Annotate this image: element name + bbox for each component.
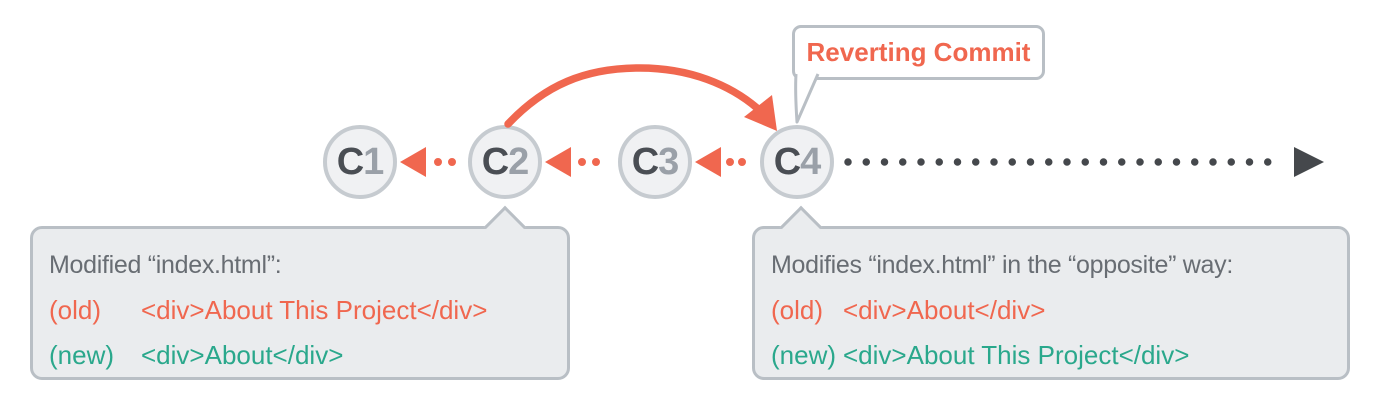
reverting-commit-bubble: Reverting Commit bbox=[792, 25, 1045, 80]
commit-c3-number: 3 bbox=[658, 140, 679, 183]
reverting-commit-label: Reverting Commit bbox=[806, 37, 1031, 67]
new-code: <div>About This Project</div> bbox=[843, 340, 1190, 370]
commit-c2-number: 2 bbox=[508, 140, 529, 183]
callout-c4-heading: Modifies “index.html” in the “opposite” … bbox=[771, 251, 1233, 279]
old-code: <div>About This Project</div> bbox=[141, 295, 488, 325]
commit-c1-number: 1 bbox=[363, 140, 384, 183]
commit-c2-prefix: C bbox=[481, 140, 509, 183]
new-label: (new) bbox=[49, 340, 115, 370]
new-label: (new) bbox=[771, 340, 837, 370]
bubble-tail-icon bbox=[794, 73, 820, 124]
commit-c1-prefix: C bbox=[336, 140, 364, 183]
commit-c3-prefix: C bbox=[631, 140, 659, 183]
callout-c4-change: Modifies “index.html” in the “opposite” … bbox=[752, 205, 1350, 380]
callout-c4-new-line: (new) <div>About This Project</div> bbox=[771, 333, 1331, 378]
old-label: (old) bbox=[49, 295, 102, 325]
parent-arrow-c2-to-c1-icon bbox=[400, 147, 470, 177]
commit-c4-prefix: C bbox=[773, 140, 801, 183]
new-code: <div>About</div> bbox=[141, 340, 344, 370]
old-label: (old) bbox=[771, 295, 824, 325]
callout-c2-old-line: (old) <div>About This Project</div> bbox=[49, 288, 551, 333]
callout-c2-heading: Modified “index.html”: bbox=[49, 251, 282, 279]
parent-arrow-c3-to-c2-icon bbox=[545, 147, 614, 177]
commit-c4-number: 4 bbox=[800, 140, 821, 183]
timeline-future-arrow-icon bbox=[844, 147, 1324, 177]
revert-arc-arrow-icon bbox=[504, 64, 777, 131]
old-code: <div>About</div> bbox=[843, 295, 1046, 325]
parent-arrow-c4-to-c3-icon bbox=[695, 147, 758, 177]
callout-c4-old-line: (old) <div>About</div> bbox=[771, 288, 1331, 333]
callout-c2-change: Modified “index.html”: (old) <div>About … bbox=[30, 205, 570, 380]
callout-c2-new-line: (new) <div>About</div> bbox=[49, 333, 551, 378]
